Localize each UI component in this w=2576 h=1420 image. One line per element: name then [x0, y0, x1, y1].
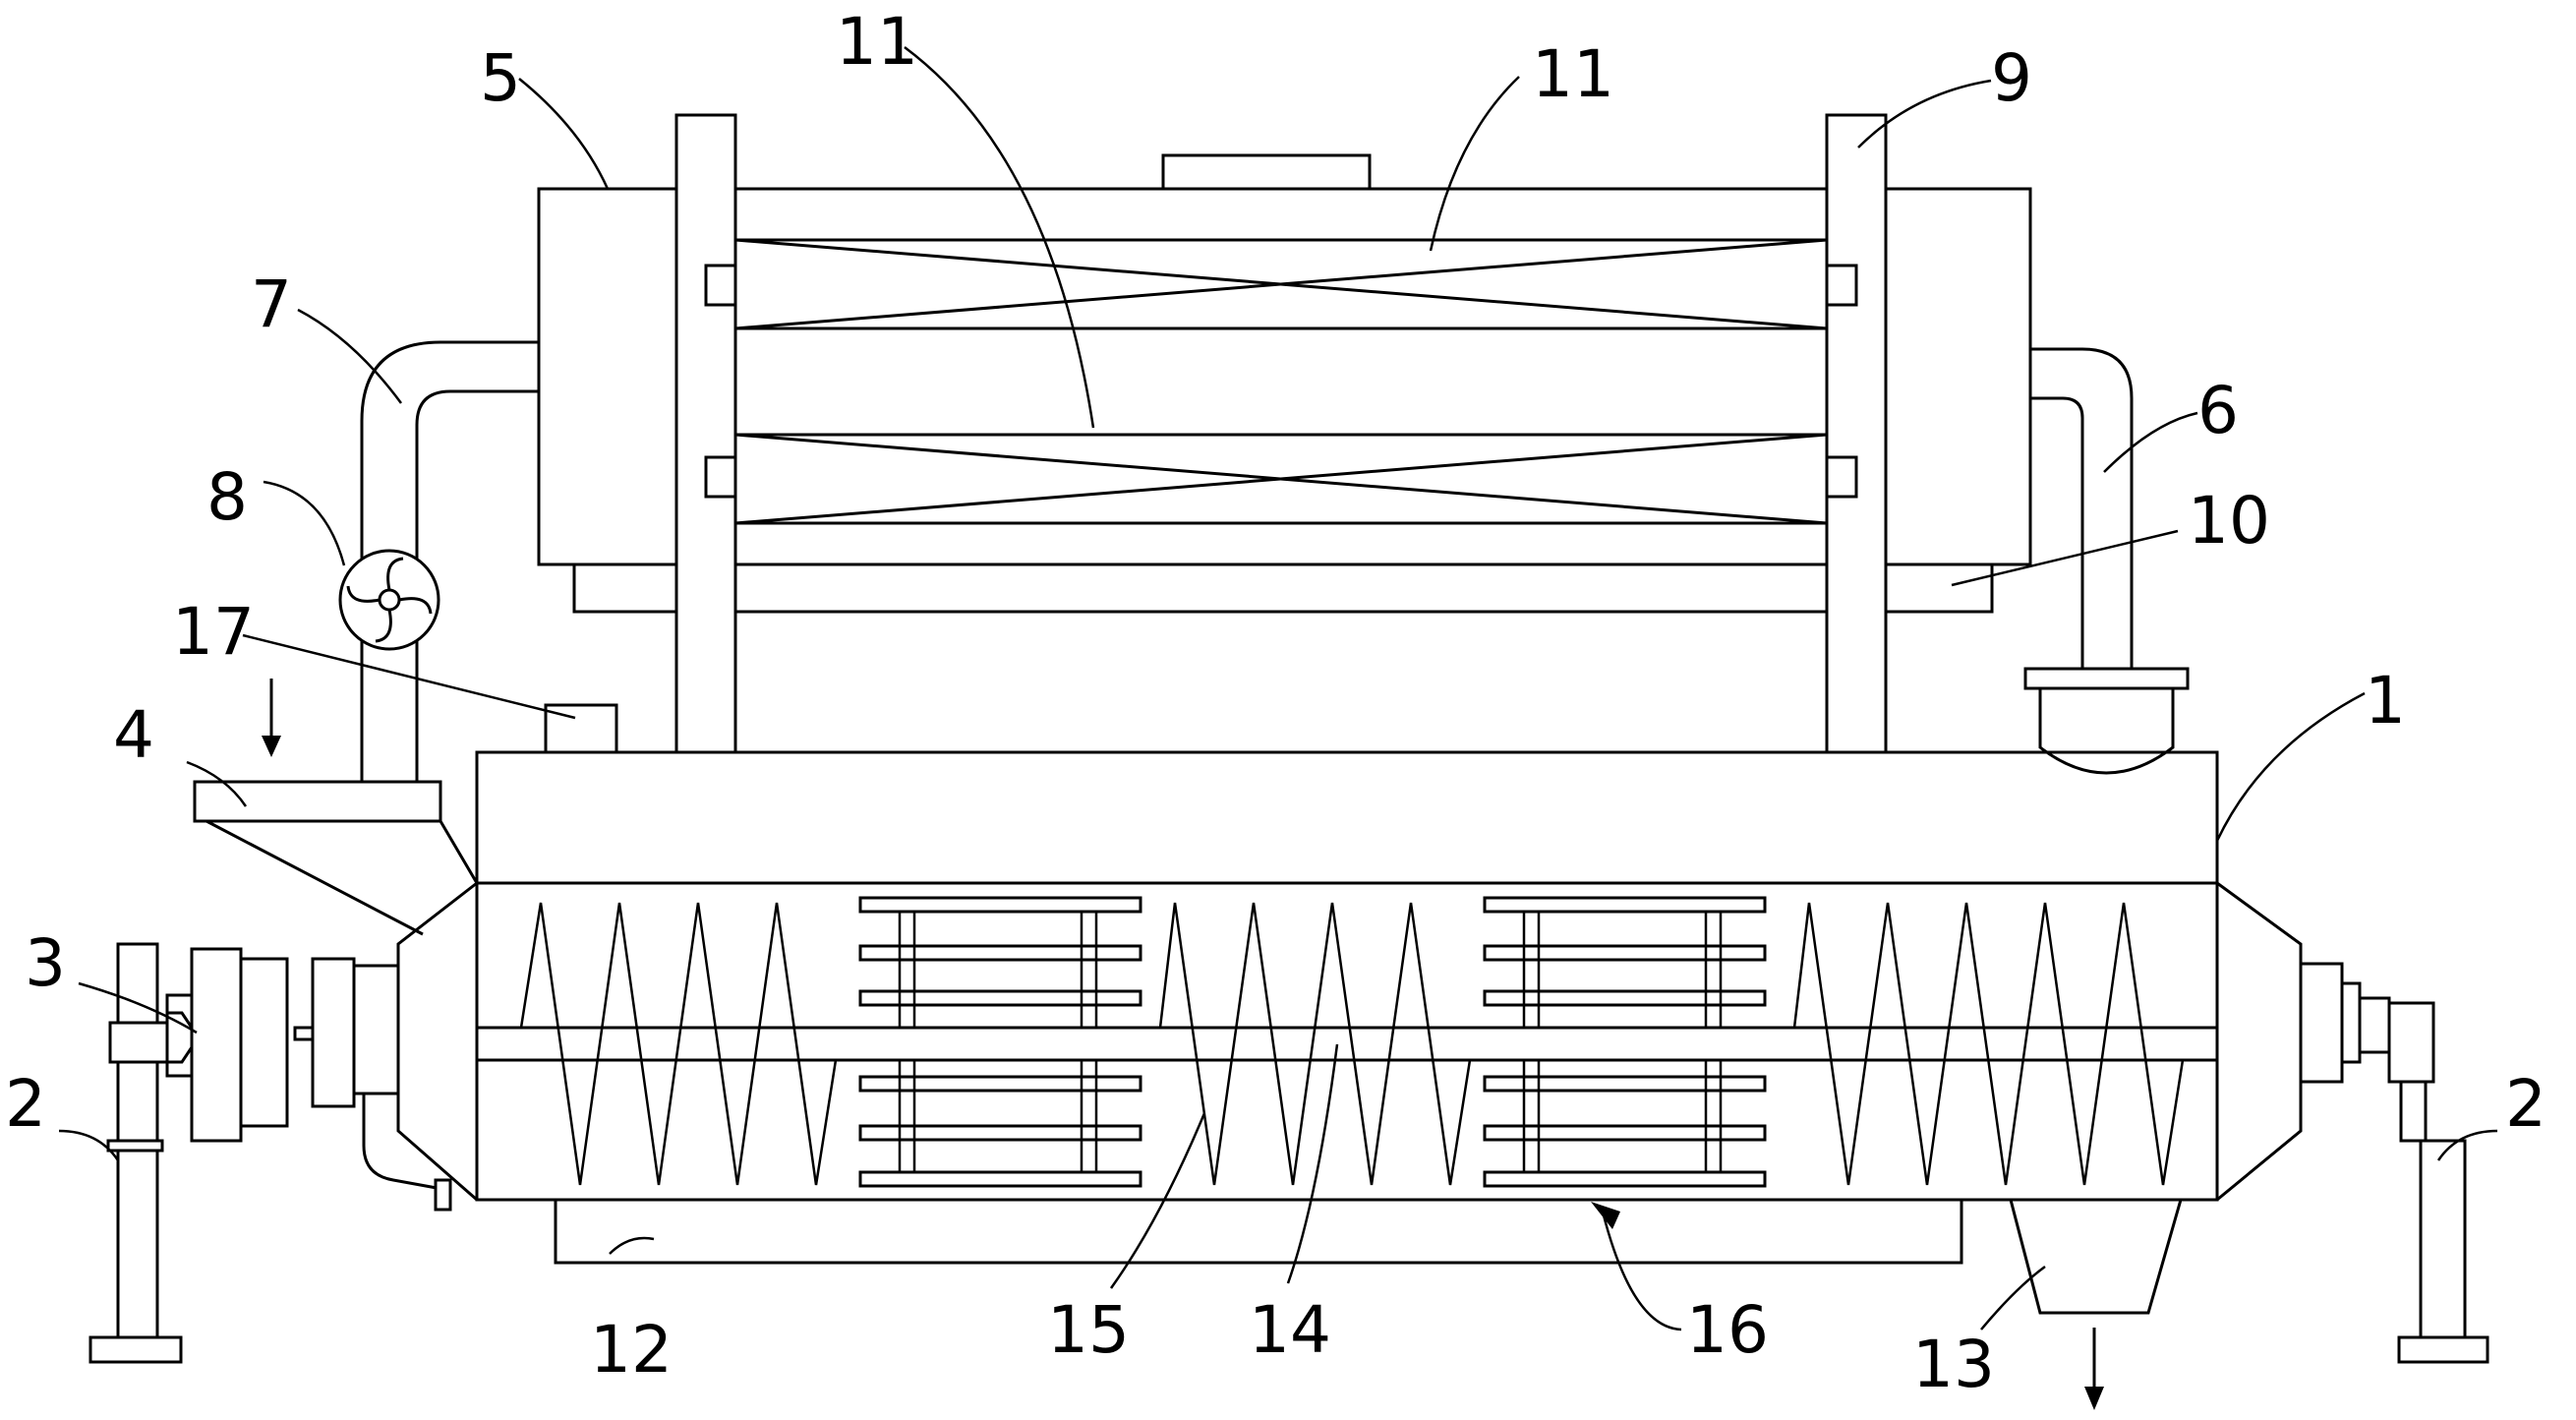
label-2-left: 2	[5, 1066, 46, 1142]
label-12: 12	[590, 1312, 673, 1388]
fan	[338, 549, 440, 651]
label-15: 15	[1047, 1292, 1130, 1368]
drive-assembly	[108, 942, 452, 1212]
heating-trough	[554, 1200, 1963, 1265]
discharge-outlet	[2009, 1199, 2183, 1410]
label-5: 5	[480, 40, 521, 116]
paddle-rack-right	[1483, 896, 1767, 1188]
number-labels: 5 11 11 9 7 6 8 10 17 1 4 3 2 2 12 15 14…	[5, 4, 2547, 1402]
spiral-blades	[519, 902, 2185, 1186]
label-11-right: 11	[1532, 36, 1614, 112]
label-4: 4	[113, 697, 154, 773]
support-frames	[674, 113, 1888, 754]
label-9: 9	[1991, 40, 2032, 116]
paddle-racks	[858, 896, 1767, 1188]
leader-lines	[58, 45, 2498, 1331]
paddle-rack-left	[858, 896, 1142, 1188]
main-chamber	[396, 750, 2303, 1202]
label-2-right: 2	[2505, 1066, 2547, 1142]
label-13: 13	[1912, 1327, 1995, 1402]
label-17: 17	[172, 594, 255, 670]
label-11-left: 11	[836, 4, 918, 80]
upper-heat-box	[537, 153, 2032, 614]
left-air-pipe	[360, 340, 539, 782]
label-3: 3	[25, 925, 66, 1001]
right-bearing	[2299, 962, 2435, 1084]
label-7: 7	[251, 266, 292, 342]
label-16: 16	[1686, 1292, 1769, 1368]
label-6: 6	[2197, 373, 2239, 448]
support-legs	[88, 1080, 2489, 1364]
label-14: 14	[1249, 1292, 1331, 1368]
feed-hopper	[193, 679, 479, 936]
heat-exchange-tubes	[733, 238, 1829, 566]
label-10: 10	[2188, 483, 2270, 559]
label-8: 8	[206, 459, 248, 535]
label-1: 1	[2365, 663, 2406, 739]
